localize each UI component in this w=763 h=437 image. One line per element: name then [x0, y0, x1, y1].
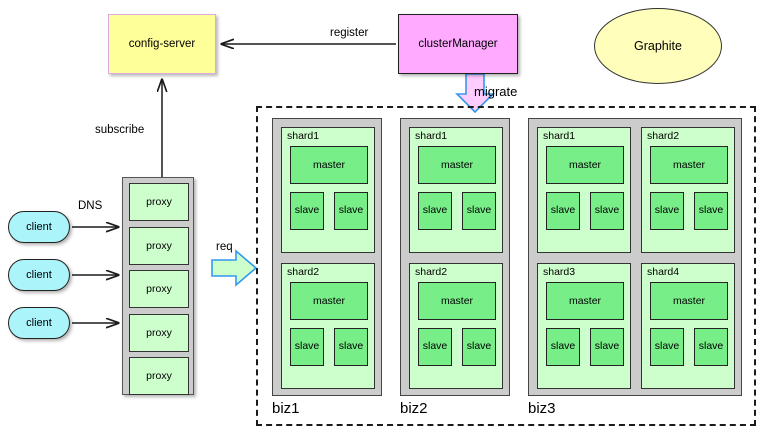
slave-node[interactable]: slave — [650, 328, 684, 366]
shard-box-biz1-shard2[interactable]: shard2 master slave slave — [281, 263, 375, 389]
edge-label-migrate: migrate — [474, 84, 518, 99]
shard-box-biz2-shard2[interactable]: shard2 master slave slave — [409, 263, 503, 389]
client-label: client — [26, 317, 52, 329]
slave-node[interactable]: slave — [650, 192, 684, 230]
biz-label-biz1: biz1 — [272, 400, 300, 417]
proxy-node-3[interactable]: proxy — [129, 270, 189, 308]
shard-box-biz3-shard2[interactable]: shard2 master slave slave — [641, 127, 735, 253]
shard-label: shard1 — [543, 130, 576, 142]
proxy-node-1[interactable]: proxy — [129, 183, 189, 221]
shard-label: shard4 — [647, 266, 680, 278]
biz-label-biz2: biz2 — [400, 400, 428, 417]
master-node[interactable]: master — [290, 282, 368, 320]
edge-label-subscribe: subscribe — [95, 124, 145, 136]
client-node-3[interactable]: client — [8, 307, 70, 339]
shard-label: shard2 — [647, 130, 680, 142]
master-node[interactable]: master — [650, 146, 728, 184]
slave-node[interactable]: slave — [546, 328, 580, 366]
master-node[interactable]: master — [418, 146, 496, 184]
master-node[interactable]: master — [546, 146, 624, 184]
proxy-label: proxy — [146, 196, 172, 208]
edge-label-dns: DNS — [78, 200, 103, 212]
shard-box-biz3-shard3[interactable]: shard3 master slave slave — [537, 263, 631, 389]
master-node[interactable]: master — [418, 282, 496, 320]
slave-node[interactable]: slave — [462, 192, 496, 230]
slave-node[interactable]: slave — [418, 328, 452, 366]
slave-node[interactable]: slave — [334, 328, 368, 366]
shard-box-biz2-shard1[interactable]: shard1 master slave slave — [409, 127, 503, 253]
slave-node[interactable]: slave — [694, 192, 728, 230]
slave-node[interactable]: slave — [290, 192, 324, 230]
slave-node[interactable]: slave — [290, 328, 324, 366]
client-node-1[interactable]: client — [8, 211, 70, 243]
client-label: client — [26, 269, 52, 281]
slave-node[interactable]: slave — [546, 192, 580, 230]
shard-label: shard1 — [415, 130, 448, 142]
proxy-label: proxy — [146, 283, 172, 295]
config-server-label: config-server — [128, 38, 196, 50]
proxy-node-2[interactable]: proxy — [129, 226, 189, 265]
shard-label: shard1 — [287, 130, 320, 142]
req-block-arrow — [211, 249, 258, 287]
client-label: client — [26, 221, 52, 233]
edge-label-register: register — [330, 27, 369, 39]
config-server-node[interactable]: config-server — [108, 14, 216, 74]
edge-label-req: req — [216, 241, 233, 253]
shard-label: shard2 — [287, 266, 320, 278]
slave-node[interactable]: slave — [590, 328, 624, 366]
graphite-label: Graphite — [634, 39, 682, 53]
slave-node[interactable]: slave — [694, 328, 728, 366]
cluster-manager-label: clusterManager — [418, 38, 498, 50]
shard-box-biz3-shard1[interactable]: shard1 master slave slave — [537, 127, 631, 253]
biz-label-biz3: biz3 — [528, 400, 556, 417]
slave-node[interactable]: slave — [590, 192, 624, 230]
slave-node[interactable]: slave — [418, 192, 452, 230]
master-node[interactable]: master — [546, 282, 624, 320]
proxy-label: proxy — [146, 370, 172, 382]
proxy-label: proxy — [146, 239, 172, 252]
shard-box-biz3-shard4[interactable]: shard4 master slave slave — [641, 263, 735, 389]
graphite-node[interactable]: Graphite — [594, 8, 722, 84]
client-node-2[interactable]: client — [8, 259, 70, 291]
shard-label: shard3 — [543, 266, 576, 278]
slave-node[interactable]: slave — [334, 192, 368, 230]
master-node[interactable]: master — [650, 282, 728, 320]
proxy-node-5[interactable]: proxy — [129, 357, 189, 395]
proxy-node-4[interactable]: proxy — [129, 313, 189, 352]
cluster-manager-node[interactable]: clusterManager — [398, 14, 518, 74]
shard-box-biz1-shard1[interactable]: shard1 master slave slave — [281, 127, 375, 253]
shard-label: shard2 — [415, 266, 448, 278]
proxy-container: proxy proxy proxy proxy proxy — [122, 177, 194, 395]
master-node[interactable]: master — [290, 146, 368, 184]
proxy-label: proxy — [146, 326, 172, 339]
slave-node[interactable]: slave — [462, 328, 496, 366]
